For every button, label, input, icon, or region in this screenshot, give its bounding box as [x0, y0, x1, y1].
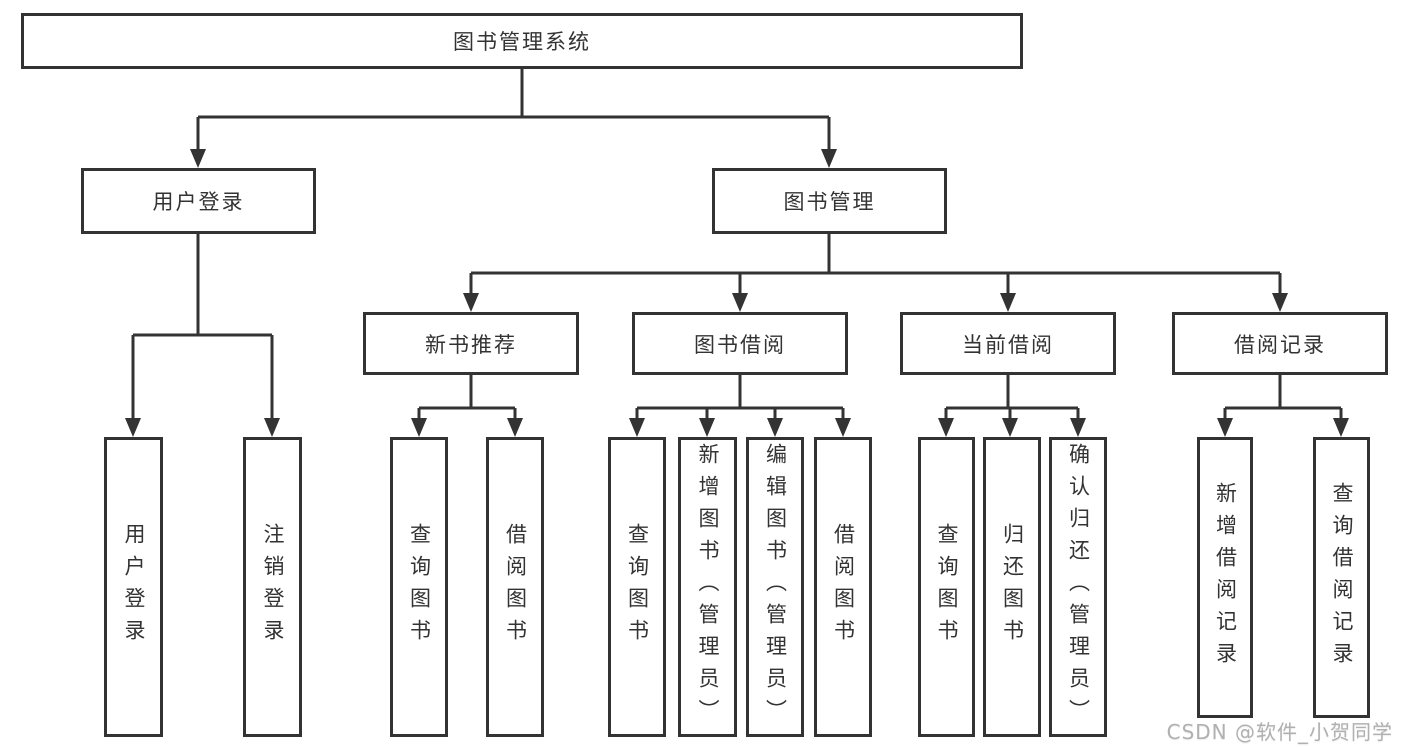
node-label: 确认归还（管理员）: [1066, 443, 1091, 731]
leaf-query-books-current: 查询图书: [918, 437, 975, 737]
leaf-return-books: 归还图书: [983, 437, 1041, 737]
leaf-query-books-recommend: 查询图书: [390, 437, 448, 737]
node-label: 当前借阅: [962, 332, 1054, 357]
leaf-query-borrow-record: 查询借阅记录: [1313, 437, 1370, 718]
node-borrowing-records: 借阅记录: [1172, 312, 1388, 375]
arrowheads: [125, 149, 1349, 437]
node-label: 图书管理系统: [453, 30, 591, 54]
node-label: 图书管理: [783, 190, 876, 214]
leaf-add-books-admin: 新增图书（管理员）: [678, 437, 737, 737]
node-label: 图书借阅: [694, 332, 786, 357]
leaf-borrow-books: 借阅图书: [814, 437, 872, 737]
node-label: 查询图书: [625, 523, 650, 651]
leaf-logout: 注销登录: [243, 437, 302, 737]
leaf-user-login: 用户登录: [104, 437, 163, 737]
leaf-confirm-return-admin: 确认归还（管理员）: [1049, 437, 1107, 737]
node-label: 查询借阅记录: [1330, 481, 1354, 674]
node-label: 借阅图书: [503, 523, 528, 651]
node-user-login: 用户登录: [81, 168, 316, 234]
node-label: 用户登录: [122, 523, 146, 651]
node-new-book-recommendation: 新书推荐: [363, 312, 579, 375]
node-book-management: 图书管理: [712, 168, 947, 234]
node-root-system: 图书管理系统: [21, 13, 1023, 69]
leaf-add-borrow-record: 新增借阅记录: [1197, 437, 1253, 718]
node-label: 用户登录: [152, 190, 245, 214]
node-label: 编辑图书（管理员）: [763, 443, 788, 731]
leaf-query-books-borrowing: 查询图书: [608, 437, 666, 737]
node-book-borrowing: 图书借阅: [632, 312, 848, 375]
node-label: 新增图书（管理员）: [696, 443, 720, 731]
node-label: 查询图书: [935, 523, 959, 651]
node-current-borrowing: 当前借阅: [900, 312, 1116, 375]
csdn-watermark: CSDN @软件_小贺同学: [1166, 720, 1393, 744]
node-label: 新增借阅记录: [1213, 481, 1238, 674]
leaf-borrow-books-recommend: 借阅图书: [486, 437, 544, 737]
node-label: 新书推荐: [425, 332, 517, 357]
node-label: 借阅记录: [1234, 332, 1326, 357]
node-label: 查询图书: [407, 523, 432, 651]
leaf-edit-books-admin: 编辑图书（管理员）: [746, 437, 804, 737]
node-label: 归还图书: [1000, 523, 1025, 651]
node-label: 借阅图书: [831, 523, 856, 651]
node-label: 注销登录: [261, 523, 285, 651]
